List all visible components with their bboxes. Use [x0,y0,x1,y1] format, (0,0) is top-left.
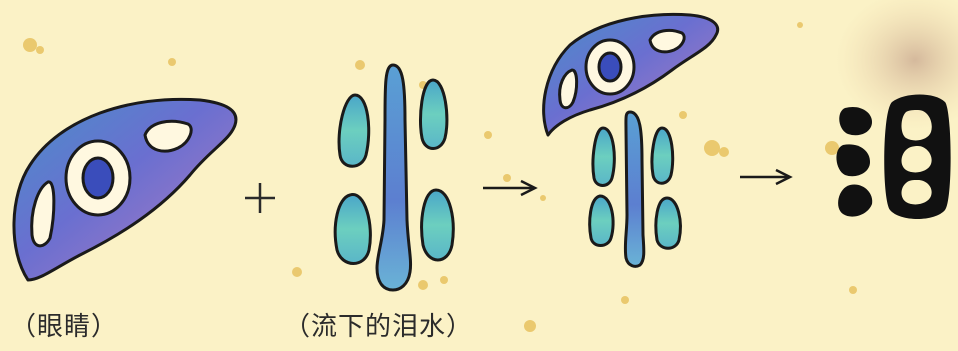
arrow-operator-1 [483,179,538,197]
eye-pictograph-icon [12,97,238,282]
tears-caption: （流下的泪水） [284,312,474,342]
plus-operator [245,183,275,213]
weeping-eye-pictograph-icon [542,12,720,268]
lei-character-seal-icon [836,94,951,219]
paper-speckles [23,22,857,332]
arrow-operator-2 [740,168,793,186]
eye-caption: （眼睛） [10,312,119,342]
tears-pictograph-icon [333,63,455,292]
